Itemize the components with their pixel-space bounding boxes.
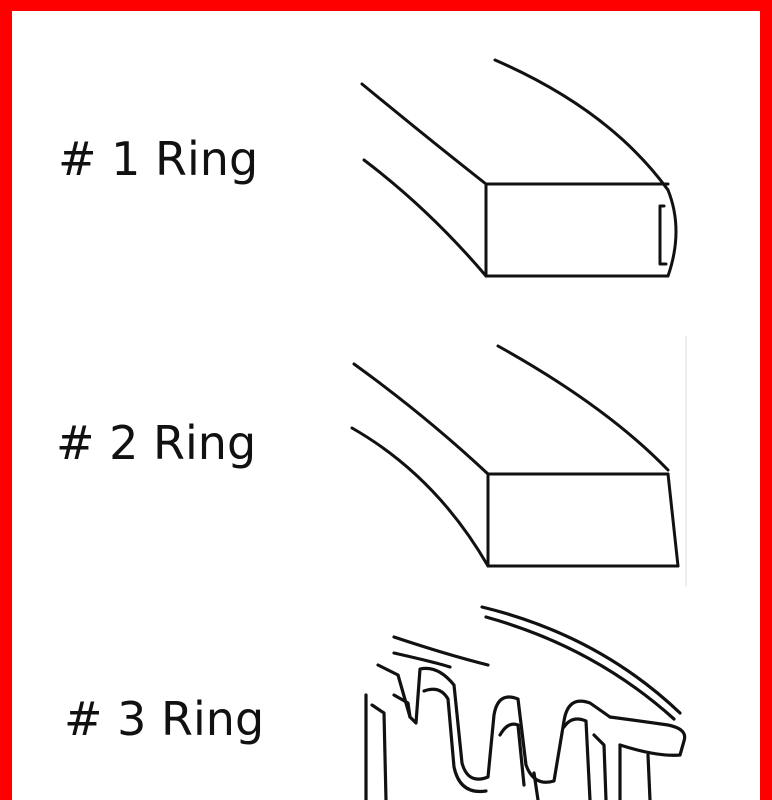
ring-1-front-face <box>484 182 670 278</box>
ring-3-cross-section-drawing <box>364 605 687 800</box>
ring-1-rounded-face <box>666 188 678 278</box>
ring-3-right-end <box>608 715 687 757</box>
ring-1-outer-edge <box>493 58 670 192</box>
ring-2-front-face <box>486 472 680 568</box>
ring-2-top-edge <box>352 362 490 476</box>
ring-1-bottom-edge <box>362 158 488 278</box>
ring-3-top-rail-outer <box>480 605 682 715</box>
ring-1-groove <box>658 204 668 266</box>
ring-3-expander <box>376 663 612 784</box>
ring-1-cross-section-drawing <box>360 58 678 278</box>
ring-3-top-rail-inner <box>484 615 676 721</box>
ring-1-top-edge <box>360 82 488 186</box>
ring-2-bottom-edge <box>350 426 490 568</box>
ring-1-label: # 1 Ring <box>58 132 259 186</box>
ring-3-back-rail <box>392 635 490 667</box>
ring-3-label: # 3 Ring <box>64 692 265 746</box>
ring-2-cross-section-drawing <box>350 335 687 587</box>
ring-2-label: # 2 Ring <box>56 416 257 470</box>
ring-2-outer-edge <box>496 344 670 472</box>
ring-2-tapered-face <box>666 472 680 568</box>
